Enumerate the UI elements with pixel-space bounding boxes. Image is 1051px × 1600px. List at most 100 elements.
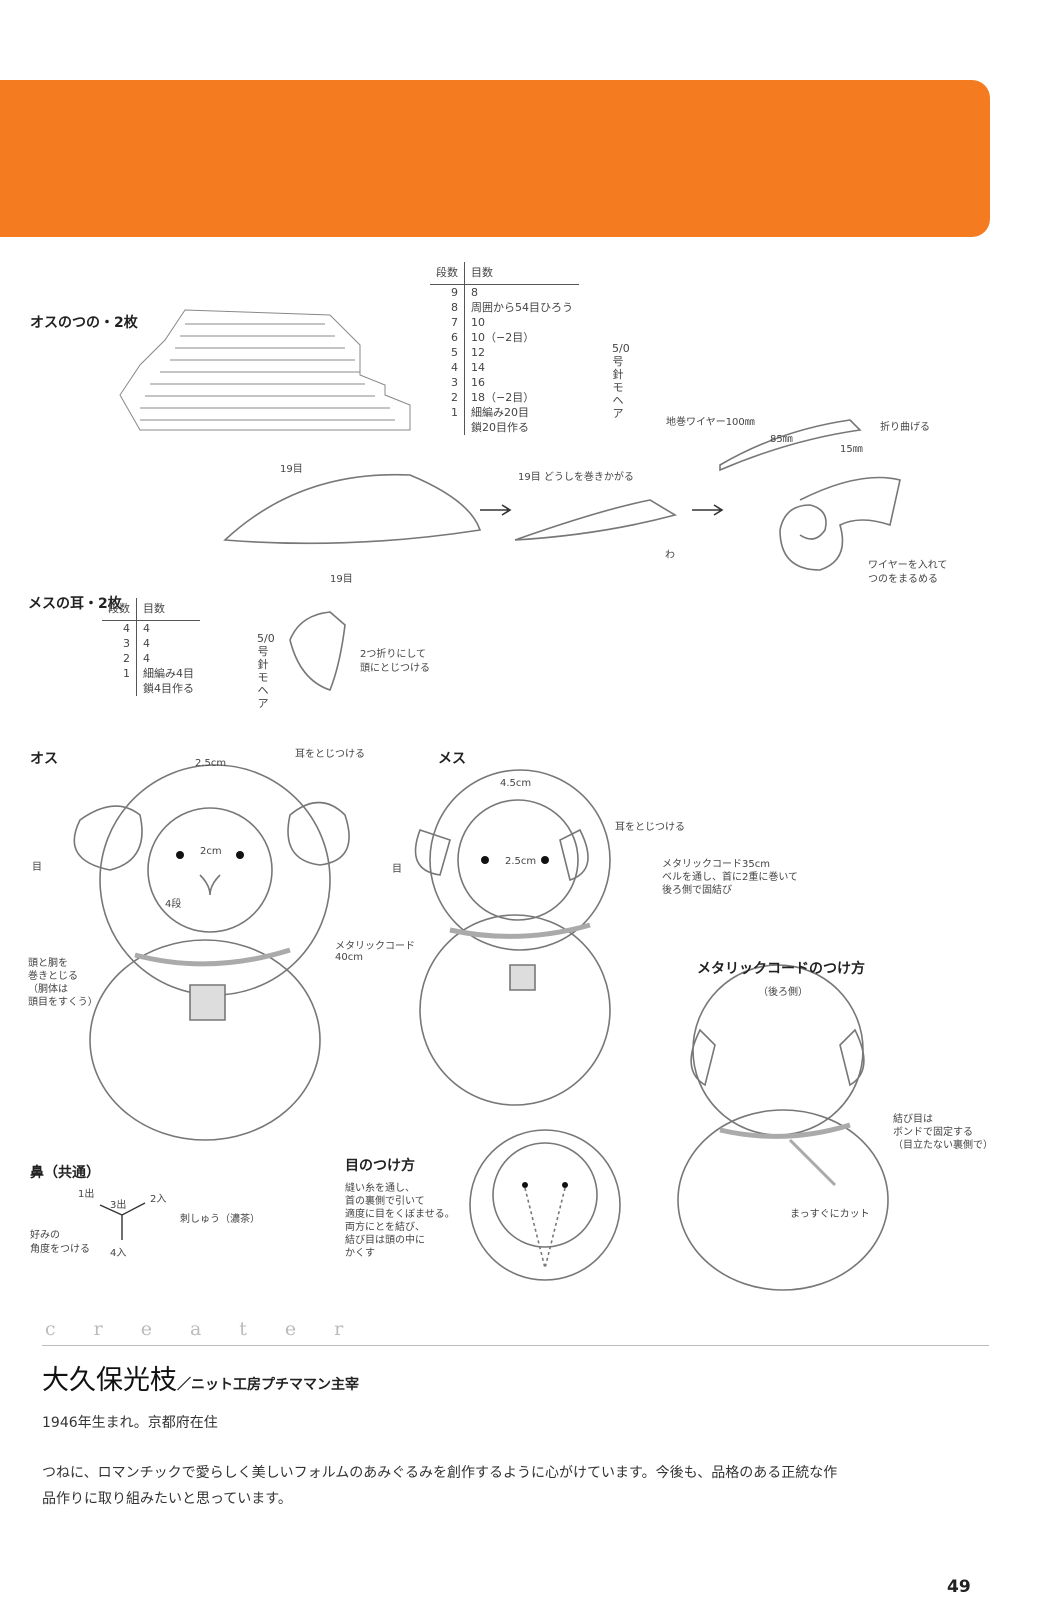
eye-attach-title: 目のつけ方 xyxy=(345,1158,415,1174)
back-view-drawing xyxy=(677,964,889,1291)
table-row: 6 10（−2目） xyxy=(430,330,579,345)
row-count: 12 xyxy=(471,346,485,359)
row-count: 4 xyxy=(143,622,150,635)
cut-note: まっすぐにカット xyxy=(790,1209,870,1220)
arrow-2 xyxy=(692,504,724,516)
note-line: ベルを通し、首に2重に巻いて xyxy=(662,872,799,883)
male-dim-eyes: 2cm xyxy=(200,846,222,857)
ear-title: メスの耳・2枚 xyxy=(28,596,122,612)
note-line: 巻きとじる xyxy=(28,971,78,982)
label-19-top: 19目 xyxy=(280,464,303,475)
creator-born: 1946年生まれ。京都府在住 xyxy=(42,1415,218,1431)
male-eye-label: 目 xyxy=(32,862,42,873)
row-num: 6 xyxy=(430,330,465,345)
nose-angle-2: 角度をつける xyxy=(30,1244,90,1255)
horn-piece-flat xyxy=(223,473,482,545)
row-num: 3 xyxy=(102,636,137,651)
label-19-bottom: 19目 xyxy=(330,574,353,585)
row-num: 9 xyxy=(430,284,465,300)
row-count: 鎖4目作る xyxy=(143,682,194,695)
row-num: 1 xyxy=(430,405,465,420)
row-count: 8 xyxy=(471,286,478,299)
wa-label: わ xyxy=(665,550,675,561)
nose-angle-1: 好みの xyxy=(30,1230,60,1241)
ear-note-1: 2つ折りにして xyxy=(360,649,427,660)
male-dim-head: 2.5cm xyxy=(195,758,227,769)
creator-name: 大久保光枝 xyxy=(42,1365,177,1396)
cord-attach-sub: （後ろ側） xyxy=(758,987,808,998)
ear-yarn: 5/0号針モヘア xyxy=(257,632,275,710)
wire-label: 地巻ワイヤー100㎜ xyxy=(666,417,755,428)
header-stitches: 目数 xyxy=(136,598,200,621)
horn-chart-diagram xyxy=(119,309,411,431)
row-num: 4 xyxy=(102,620,137,636)
row-count: 周囲から54目ひろう xyxy=(471,301,573,314)
ear-note-2: 頭にとじつける xyxy=(360,663,430,674)
female-dim-eyes: 2.5cm xyxy=(505,856,537,867)
row-num: 5 xyxy=(430,345,465,360)
note-line: 適度に目をくぼませる。 xyxy=(345,1209,455,1220)
row-num: 7 xyxy=(430,315,465,330)
row-count: 4 xyxy=(143,652,150,665)
note-line: 頭目をすくう） xyxy=(28,997,98,1008)
row-num: 3 xyxy=(430,375,465,390)
male-body-note: 頭と胴を 巻きとじる （胴体は 頭目をすくう） xyxy=(28,957,98,1009)
row-count: 10 xyxy=(471,316,485,329)
female-title: メス xyxy=(438,751,466,767)
female-cord-note: メタリックコード35cm ベルを通し、首に2重に巻いて 後ろ側で固結び xyxy=(662,858,798,897)
wire-note-2: つのをまるめる xyxy=(868,574,938,585)
ear-table-header: 段数 目数 xyxy=(102,598,200,621)
section-divider xyxy=(42,1345,989,1346)
header-banner xyxy=(0,80,990,237)
female-sheep-drawing xyxy=(414,769,611,1106)
note-line: ボンドで固定する xyxy=(893,1127,973,1138)
header-stitches: 目数 xyxy=(464,262,579,285)
nose-p2: 2入 xyxy=(150,1194,167,1205)
note-line: 後ろ側で固結び xyxy=(662,885,732,896)
table-row: 8 周囲から54目ひろう xyxy=(430,300,579,315)
note-line: 結び目は頭の中に xyxy=(345,1235,425,1246)
row-num xyxy=(430,420,465,435)
spiral-horn xyxy=(779,476,901,571)
row-count: 鎖20目作る xyxy=(471,421,529,434)
note-line: 頭と胴を xyxy=(28,958,68,969)
horn-yarn: 5/0号針モヘア xyxy=(612,342,630,420)
header-rows: 段数 xyxy=(430,262,465,285)
wire-85: 85㎜ xyxy=(770,434,793,445)
table-row: 鎖4目作る xyxy=(102,681,200,696)
row-num: 1 xyxy=(102,666,137,681)
bio-line: つねに、ロマンチックで愛らしく美しいフォルムのあみぐるみを創作するように心がけて… xyxy=(42,1465,838,1481)
nose-p1: 1出 xyxy=(78,1189,95,1200)
note-line: 首の裏側で引いて xyxy=(345,1196,425,1207)
fold-label: 折り曲げる xyxy=(880,422,930,433)
page-number: 49 xyxy=(947,1577,971,1597)
female-dim-head: 4.5cm xyxy=(500,778,532,789)
horn-table-header: 段数 目数 xyxy=(430,262,579,285)
nose-diagram xyxy=(99,1202,146,1240)
creator-heading: 大久保光枝／ニット工房プチママン主宰 xyxy=(42,1358,359,1397)
wire-note-1: ワイヤーを入れて xyxy=(868,560,948,571)
wire-15: 15㎜ xyxy=(840,444,863,455)
table-row: 5 12 xyxy=(430,345,579,360)
note-line: 両方にとを結び、 xyxy=(345,1222,425,1233)
male-title: オス xyxy=(30,751,58,767)
eye-attach-note: 縫い糸を通し、 首の裏側で引いて 適度に目をくぼませる。 両方にとを結び、 結び… xyxy=(345,1182,455,1260)
note-line: メタリックコード35cm xyxy=(662,859,770,870)
male-sheep-drawing xyxy=(73,764,350,1141)
male-attach-ear: 耳をとじつける xyxy=(295,749,365,760)
row-count: 18（−2目） xyxy=(471,391,535,404)
female-eye-label: 目 xyxy=(392,864,402,875)
nose-p4: 4入 xyxy=(110,1248,127,1259)
row-num: 8 xyxy=(430,300,465,315)
row-count: 10（−2目） xyxy=(471,331,535,344)
